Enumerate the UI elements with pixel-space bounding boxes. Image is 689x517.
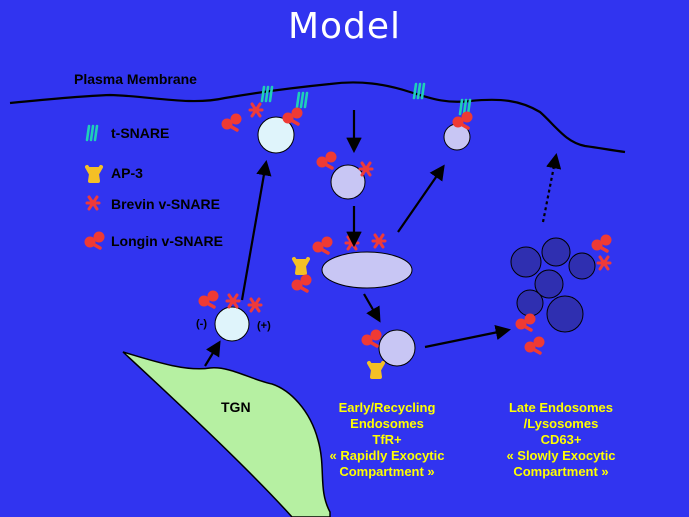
brevin-vsnare-icon	[225, 293, 241, 309]
brevin-vsnare-icon	[358, 161, 374, 177]
caption-line: Early/Recycling	[338, 400, 436, 415]
tgn-vesicle	[214, 306, 250, 342]
plasma-membrane-label: Plasma Membrane	[74, 71, 197, 87]
caption-line: Late Endosomes	[508, 400, 614, 415]
caption-line: Compartment »	[339, 464, 435, 479]
to-ap3-vesicle-arrow	[363, 293, 381, 323]
caption-line: CD63+	[540, 432, 582, 447]
slow-exocytosis-arrow	[541, 152, 562, 223]
fusing-vesicle	[257, 116, 295, 154]
caption-line: /Lysosomes	[523, 416, 599, 431]
longin-vsnare-icon	[196, 288, 221, 309]
caption-line: « Slowly Exocytic	[506, 448, 616, 463]
longin-vsnare-icon	[589, 232, 614, 253]
caption-line: TfR+	[372, 432, 402, 447]
membrane-tsnare-icon	[295, 91, 309, 109]
ap3-icon	[292, 257, 310, 275]
longin-vsnare-icon	[314, 149, 339, 170]
plasma-membrane-line	[9, 81, 626, 154]
caption-line: « Rapidly Exocytic	[329, 448, 445, 463]
early-endosome	[321, 251, 413, 289]
tgn-region	[122, 351, 331, 517]
caption-line: Endosomes	[350, 416, 424, 431]
ap3-vesicle	[378, 329, 416, 367]
brevin-vsnare-icon	[371, 233, 387, 249]
caption-line: Compartment »	[513, 464, 609, 479]
longin-vsnare-icon	[219, 111, 244, 132]
tgn-budding-arrow	[204, 340, 221, 367]
longin-vsnare-icon	[450, 109, 475, 130]
legend-tsnare-label: t-SNARE	[111, 125, 170, 141]
endocytic-vesicle	[330, 164, 366, 200]
recycling-arrow	[397, 164, 445, 233]
late-endosome-caption: Late Endosomes /Lysosomes CD63+ « Slowly…	[461, 400, 661, 480]
legend-ap3-icon	[85, 165, 103, 183]
legend-brevin-label: Brevin v-SNARE	[111, 196, 220, 212]
early-endosome-caption: Early/Recycling Endosomes TfR+ « Rapidly…	[287, 400, 487, 480]
legend-longin-icon	[82, 229, 107, 250]
membrane-tsnare-icon	[260, 85, 274, 103]
membrane-tsnare-icon	[412, 82, 426, 100]
minus-sign-label: (-)	[196, 318, 207, 330]
legend-brevin-icon	[85, 195, 101, 211]
longin-vsnare-icon	[289, 272, 314, 293]
longin-vsnare-icon	[522, 334, 547, 355]
longin-vsnare-icon	[310, 234, 335, 255]
brevin-vsnare-icon	[596, 255, 612, 271]
ap3-icon	[367, 361, 385, 379]
longin-vsnare-icon	[280, 105, 305, 126]
tgn-to-membrane-arrow	[240, 159, 272, 301]
brevin-vsnare-icon	[344, 235, 360, 251]
legend-tsnare-icon	[85, 124, 99, 142]
slide-title: Model	[287, 6, 402, 47]
longin-vsnare-icon	[513, 311, 538, 332]
brevin-vsnare-icon	[248, 102, 264, 118]
lysosome-cluster	[510, 237, 596, 333]
tgn-label: TGN	[221, 399, 251, 415]
to-lysosome-arrow	[424, 324, 512, 349]
brevin-vsnare-icon	[247, 297, 263, 313]
legend-longin-label: Longin v-SNARE	[111, 233, 223, 249]
longin-vsnare-icon	[359, 327, 384, 348]
legend-ap3-label: AP-3	[111, 165, 143, 181]
plus-sign-label: (+)	[257, 320, 271, 332]
